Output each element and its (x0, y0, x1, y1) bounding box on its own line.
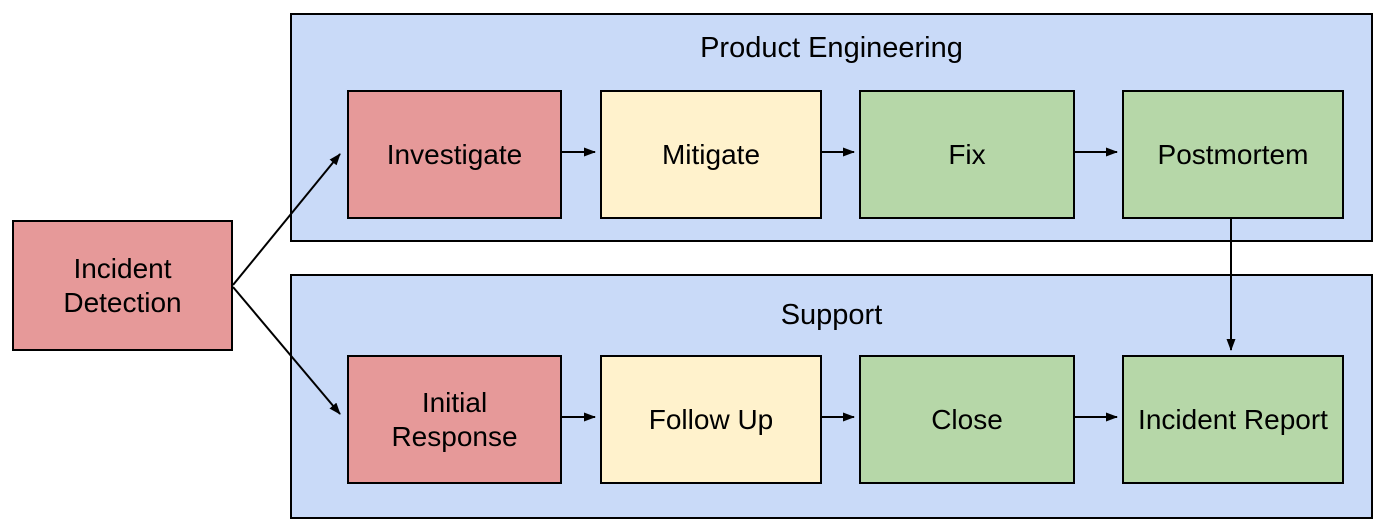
swimlane-support-title: Support (780, 299, 883, 331)
node-follow-up-label: Follow Up (648, 403, 774, 435)
node-fix-label: Fix (948, 138, 986, 170)
node-incident-report: Incident Report (1122, 355, 1344, 484)
node-mitigate-label: Mitigate (661, 138, 761, 170)
node-postmortem-label: Postmortem (1157, 138, 1309, 170)
node-postmortem: Postmortem (1122, 90, 1344, 219)
node-fix: Fix (859, 90, 1075, 219)
node-incident-report-label: Incident Report (1138, 403, 1328, 435)
swimlane-support: Support Initial Response Follow Up Close… (290, 274, 1373, 519)
node-initial-response-label: Initial Response (391, 387, 518, 452)
node-close: Close (859, 355, 1075, 484)
node-incident-detection-label: Incident Detection (63, 253, 182, 318)
node-close-label: Close (931, 403, 1003, 435)
node-investigate: Investigate (347, 90, 562, 219)
node-investigate-label: Investigate (386, 138, 523, 170)
swimlane-product-engineering: Product Engineering Investigate Mitigate… (290, 13, 1373, 242)
node-mitigate: Mitigate (600, 90, 822, 219)
node-incident-detection: Incident Detection (12, 220, 233, 351)
swimlane-product-engineering-title: Product Engineering (700, 32, 963, 64)
node-initial-response: Initial Response (347, 355, 562, 484)
node-follow-up: Follow Up (600, 355, 822, 484)
